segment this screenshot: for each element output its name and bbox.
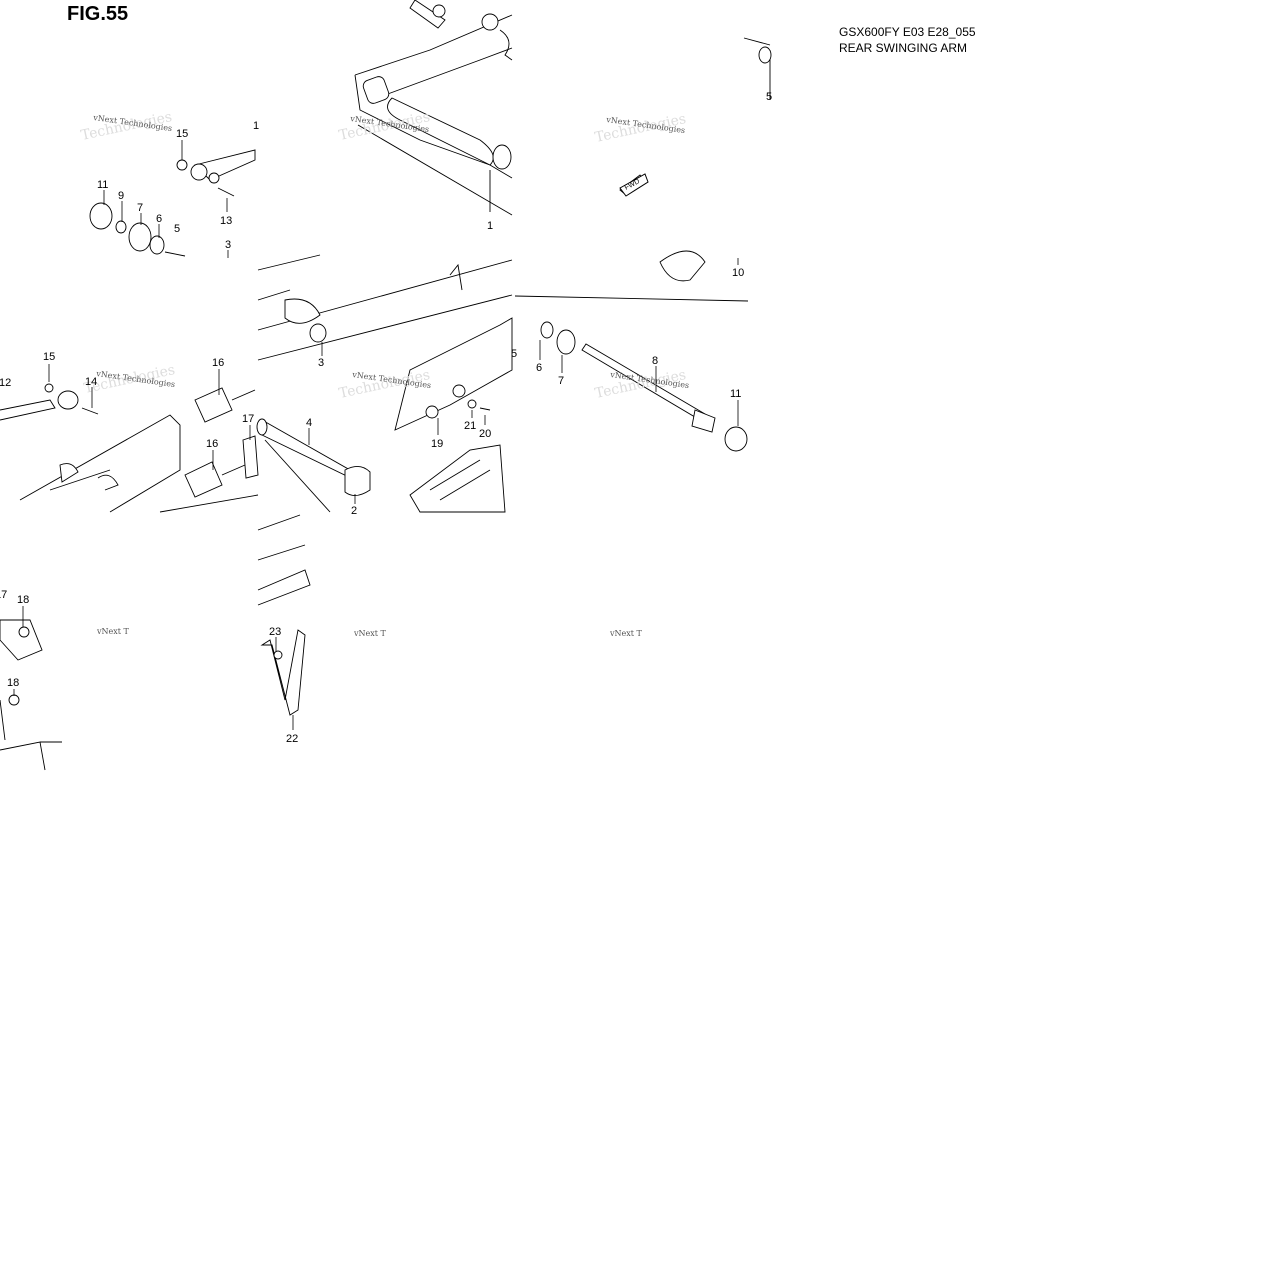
callout-label: 4 [306, 417, 312, 429]
callout-label: 14 [85, 376, 97, 388]
callout-label: 22 [286, 733, 298, 745]
watermark-text: vNext T [353, 629, 387, 638]
swingarm-pivot-detail [354, 0, 513, 216]
pivot-hardware-detail [89, 149, 256, 257]
callout-label: 10 [732, 267, 744, 279]
chain-guard-detail [257, 514, 311, 716]
watermarks: Technologies vNext Technologies Technolo… [80, 109, 690, 638]
callout-label: 23 [269, 626, 281, 638]
figure-number: FIG.55 [67, 3, 129, 25]
axle-detail [514, 250, 749, 452]
fwd-arrow-icon: FWD [619, 173, 649, 197]
callout-label: 16 [206, 438, 218, 450]
model-code: GSX600FY E03 E28_055 [839, 25, 976, 39]
callout-label: 8 [652, 355, 658, 367]
callout-label: 15 [176, 128, 188, 140]
watermark-text: vNext T [96, 627, 130, 636]
callout-label: 17 [242, 413, 254, 425]
callout-label: 3 [318, 357, 324, 369]
callout-label: 13 [220, 215, 232, 227]
callout-label: 5 [766, 91, 772, 103]
callout-label: 17 [0, 589, 7, 601]
callout-label: 19 [431, 438, 443, 450]
callout-label: 16 [212, 357, 224, 369]
top-right-detail [619, 37, 772, 196]
callout-label: 15 [43, 351, 55, 363]
callout-numbers: 1 1 2 3 3 4 5 5 5 6 6 7 7 8 9 10 11 11 1… [0, 91, 772, 745]
callout-label: 21 [464, 420, 476, 432]
callout-label: 1 [487, 220, 493, 232]
chain-adjuster-detail [0, 619, 62, 771]
callout-label: 11 [97, 179, 108, 191]
callout-label: 18 [17, 594, 29, 606]
swingarm-left-detail [0, 383, 259, 513]
callout-label: 9 [118, 190, 124, 202]
callout-label: 5 [511, 348, 517, 360]
callout-label: 18 [7, 677, 19, 689]
callout-label: 12 [0, 377, 11, 389]
callout-label: 1 [253, 120, 259, 132]
callout-label: 2 [351, 505, 357, 517]
callout-label: 6 [156, 213, 162, 225]
callout-label: 20 [479, 428, 491, 440]
leader-lines [13, 140, 739, 730]
callout-label: 11 [730, 388, 741, 400]
callout-label: 7 [558, 375, 564, 387]
diagram-title: REAR SWINGING ARM [839, 41, 968, 55]
callout-label: 7 [137, 202, 143, 214]
callout-label: 6 [536, 362, 542, 374]
callout-label: 5 [174, 223, 180, 235]
watermark-text: vNext T [609, 629, 643, 638]
swingarm-main-detail [256, 254, 513, 513]
callout-label: 3 [225, 239, 231, 251]
